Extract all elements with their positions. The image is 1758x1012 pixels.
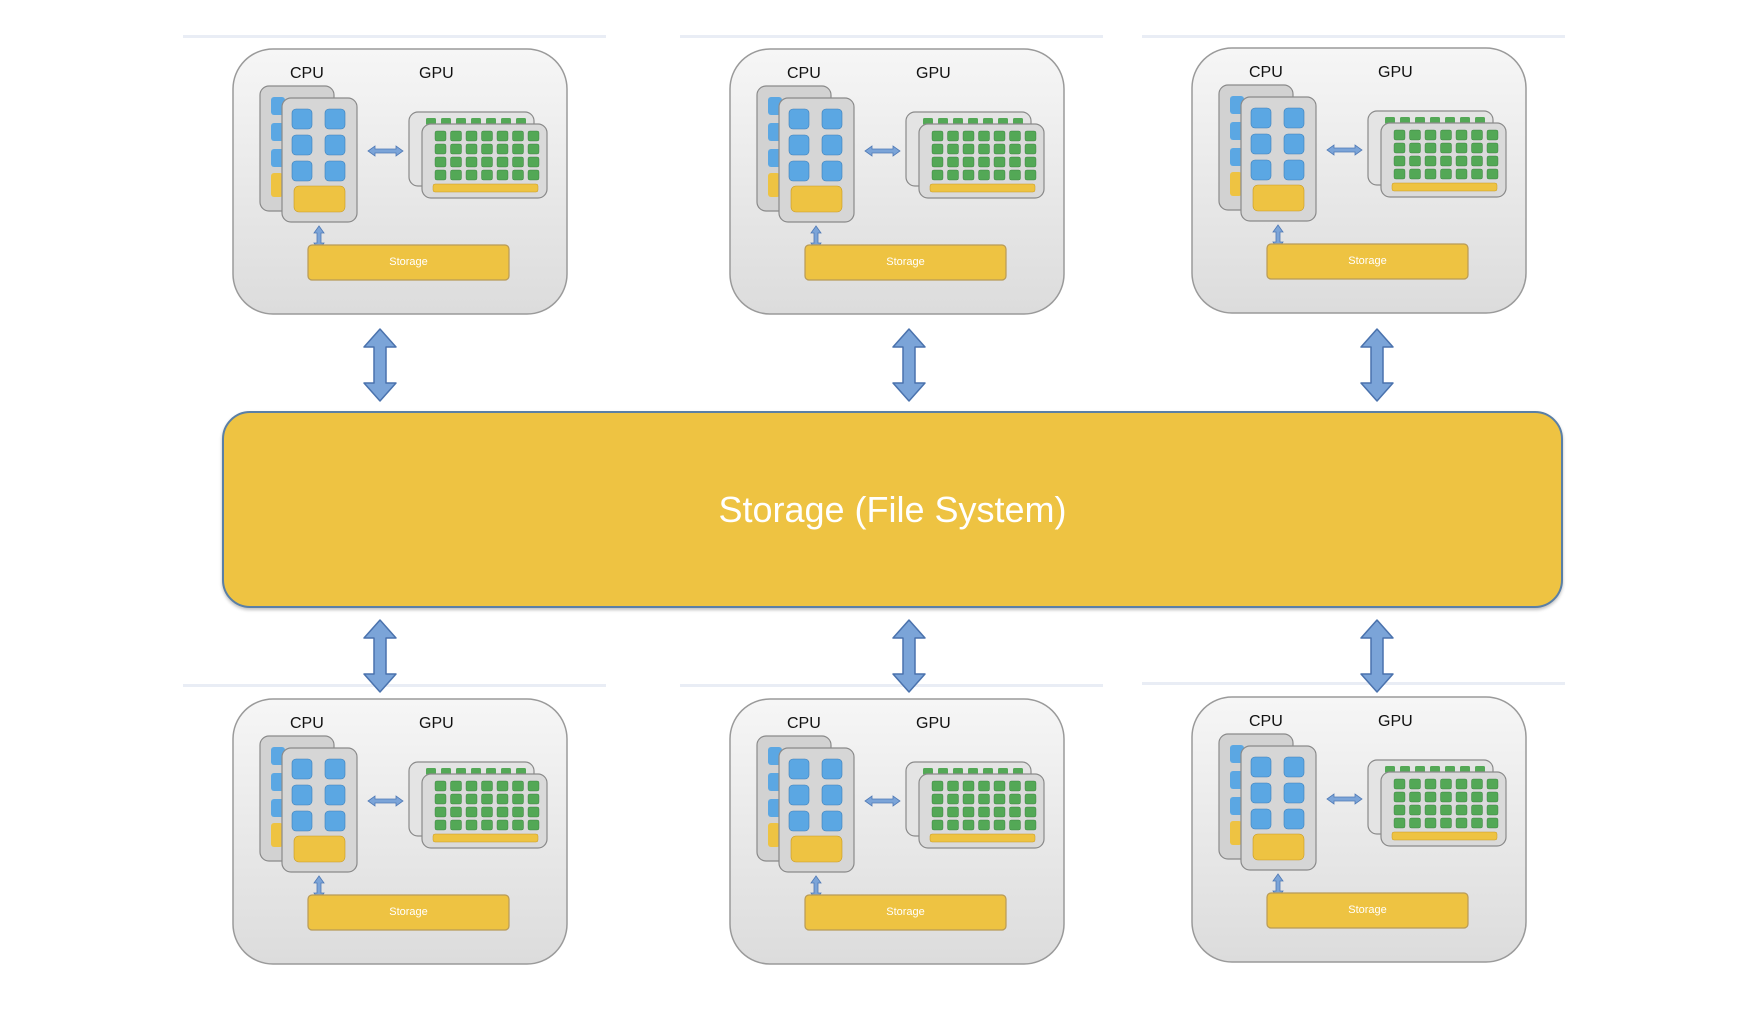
- double-arrow-icon: [367, 795, 404, 807]
- local-storage-label: Storage: [886, 256, 925, 268]
- local-storage-bar: [804, 894, 1007, 931]
- local-storage-label: Storage: [1348, 255, 1387, 267]
- cpu-label: CPU: [1249, 64, 1283, 81]
- gpu-card-icon: [905, 761, 1045, 849]
- shared-file-system-storage: Storage (File System): [222, 411, 1563, 608]
- divider-line: [680, 35, 1103, 38]
- double-arrow-icon: [1357, 618, 1397, 699]
- gpu-label: GPU: [1378, 713, 1413, 730]
- local-storage-bar: [804, 244, 1007, 281]
- local-storage-bar: [307, 244, 510, 281]
- local-storage-bar: [307, 894, 510, 931]
- double-arrow-icon: [864, 795, 901, 807]
- node-graphic: [729, 698, 1065, 965]
- cpu-chip-icon: [1218, 733, 1317, 871]
- cpu-label: CPU: [290, 715, 324, 732]
- gpu-label: GPU: [916, 715, 951, 732]
- gpu-label: GPU: [1378, 64, 1413, 81]
- node-graphic: [1191, 696, 1527, 963]
- double-arrow-icon: [1326, 144, 1363, 156]
- gpu-card-icon: [408, 761, 548, 849]
- double-arrow-icon: [360, 618, 400, 699]
- local-storage-label: Storage: [389, 256, 428, 268]
- node-graphic: [729, 48, 1065, 315]
- gpu-label: GPU: [419, 715, 454, 732]
- cpu-chip-icon: [259, 735, 358, 873]
- local-storage-label: Storage: [1348, 904, 1387, 916]
- cpu-chip-icon: [756, 85, 855, 223]
- gpu-label: GPU: [419, 65, 454, 82]
- cpu-chip-icon: [1218, 84, 1317, 222]
- node-graphic: [232, 698, 568, 965]
- divider-line: [1142, 35, 1565, 38]
- cpu-label: CPU: [787, 715, 821, 732]
- cpu-label: CPU: [290, 65, 324, 82]
- double-arrow-icon: [889, 327, 929, 408]
- gpu-card-icon: [1367, 759, 1507, 847]
- node-graphic: [232, 48, 568, 315]
- cpu-chip-icon: [756, 735, 855, 873]
- double-arrow-icon: [889, 618, 929, 699]
- cpu-label: CPU: [787, 65, 821, 82]
- local-storage-label: Storage: [389, 906, 428, 918]
- local-storage-label: Storage: [886, 906, 925, 918]
- divider-line: [680, 684, 1103, 687]
- double-arrow-icon: [864, 145, 901, 157]
- local-storage-bar: [1266, 892, 1469, 929]
- gpu-card-icon: [408, 111, 548, 199]
- local-storage-bar: [1266, 243, 1469, 280]
- double-arrow-icon: [1357, 327, 1397, 408]
- gpu-label: GPU: [916, 65, 951, 82]
- double-arrow-icon: [360, 327, 400, 408]
- shared-storage-label: Storage (File System): [718, 488, 1067, 530]
- divider-line: [183, 35, 606, 38]
- gpu-card-icon: [1367, 110, 1507, 198]
- gpu-card-icon: [905, 111, 1045, 199]
- node-graphic: [1191, 47, 1527, 314]
- double-arrow-icon: [367, 145, 404, 157]
- divider-line: [183, 684, 606, 687]
- double-arrow-icon: [1326, 793, 1363, 805]
- divider-line: [1142, 682, 1565, 685]
- cpu-chip-icon: [259, 85, 358, 223]
- cpu-label: CPU: [1249, 713, 1283, 730]
